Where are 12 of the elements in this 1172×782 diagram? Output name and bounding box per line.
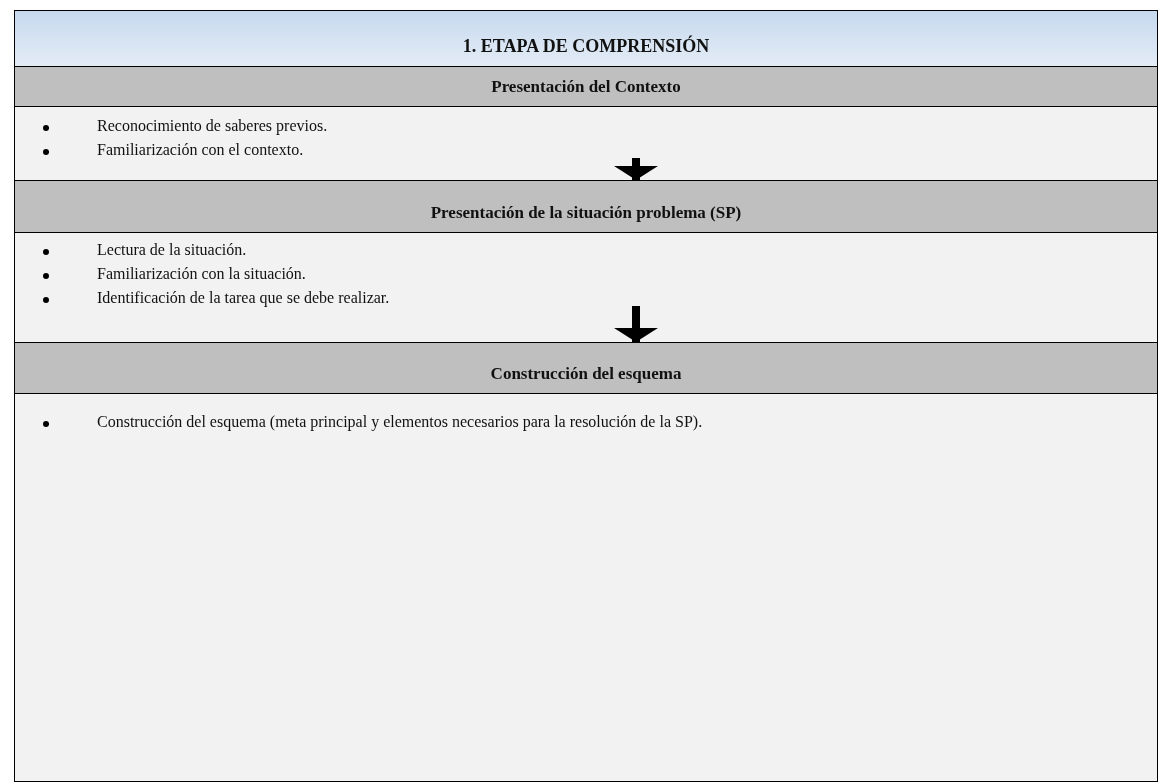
- bullet-item: Familiarización con el contexto.: [97, 141, 304, 159]
- section-header: Construcción del esquema: [15, 342, 1157, 394]
- arrow: [614, 306, 658, 342]
- bullet-item: Construcción del esquema (meta principal y elementos necesarios para la resolución de la SP).: [97, 413, 703, 431]
- section-header: Presentación del Contexto: [15, 66, 1157, 107]
- bullet-item: Familiarización con la situación.: [97, 265, 306, 283]
- section-header: Presentación de la situación problema (SP): [15, 180, 1157, 233]
- bullet-item: Lectura de la situación.: [97, 241, 247, 259]
- bullet-item: Identificación de la tarea que se debe realizar.: [97, 289, 390, 307]
- stage-header: 1. ETAPA DE COMPRENSIÓN: [15, 11, 1157, 67]
- arrow: [614, 158, 658, 180]
- bullet-item: Reconocimiento de saberes previos.: [97, 117, 328, 135]
